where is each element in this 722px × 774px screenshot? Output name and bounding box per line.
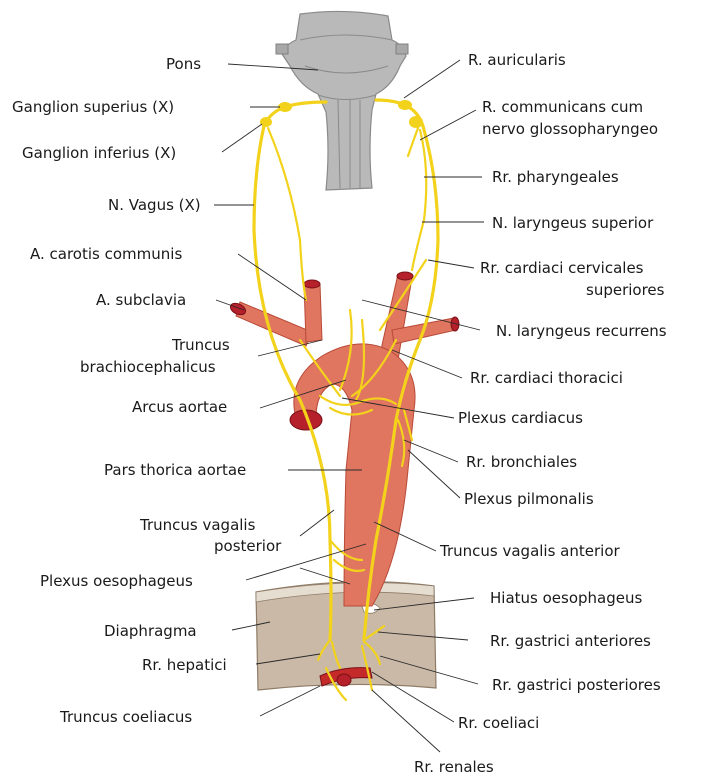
label-arcus-aortae: Arcus aortae <box>132 398 227 416</box>
label-plexus-cardiacus: Plexus cardiacus <box>458 409 583 427</box>
label-pars-thorica: Pars thorica aortae <box>104 461 246 479</box>
label-truncus-coeliacus: Truncus coeliacus <box>59 708 192 726</box>
label-plexus-pilmonalis: Plexus pilmonalis <box>464 490 594 508</box>
label-r-auricularis: R. auricularis <box>468 51 566 69</box>
label-r-communicans-1: R. communicans cum <box>482 98 643 116</box>
label-rr-hepatici: Rr. hepatici <box>142 656 227 674</box>
label-rr-renales: Rr. renales <box>414 758 494 774</box>
label-rr-cardiaci-cerv-1: Rr. cardiaci cervicales <box>480 259 644 277</box>
label-truncus-brachio-2: brachiocephalicus <box>80 358 216 376</box>
label-rr-cardiaci-cerv-2: superiores <box>586 281 665 299</box>
label-rr-gastrici-post: Rr. gastrici posteriores <box>492 676 661 694</box>
labels-left: Pons Ganglion superius (X) Ganglion infe… <box>12 55 282 726</box>
label-rr-coeliaci: Rr. coeliaci <box>458 714 539 732</box>
label-ganglion-inferius: Ganglion inferius (X) <box>22 144 176 162</box>
labels-right: R. auricularis R. communicans cum nervo … <box>414 51 667 774</box>
label-a-carotis: A. carotis communis <box>30 245 182 263</box>
label-diaphragma: Diaphragma <box>104 622 197 640</box>
label-ganglion-superius: Ganglion superius (X) <box>12 98 174 116</box>
label-truncus-vag-post-2: posterior <box>214 537 282 555</box>
label-truncus-brachio-1: Truncus <box>171 336 230 354</box>
label-n-laryngeus-sup: N. laryngeus superior <box>492 214 654 232</box>
label-rr-cardiaci-thor: Rr. cardiaci thoracici <box>470 369 623 387</box>
label-n-laryngeus-rec: N. laryngeus recurrens <box>496 322 667 340</box>
label-pons: Pons <box>166 55 201 73</box>
label-plexus-oesophageus: Plexus oesophageus <box>40 572 193 590</box>
label-a-subclavia: A. subclavia <box>96 291 186 309</box>
label-n-vagus: N. Vagus (X) <box>108 196 201 214</box>
label-rr-bronchiales: Rr. bronchiales <box>466 453 577 471</box>
label-r-communicans-2: nervo glossopharyngeo <box>482 120 658 138</box>
label-truncus-vag-post-1: Truncus vagalis <box>139 516 256 534</box>
label-truncus-vag-ant: Truncus vagalis anterior <box>439 542 620 560</box>
label-rr-pharyngeales: Rr. pharyngeales <box>492 168 619 186</box>
label-rr-gastrici-ant: Rr. gastrici anteriores <box>490 632 651 650</box>
label-hiatus: Hiatus oesophageus <box>490 589 642 607</box>
